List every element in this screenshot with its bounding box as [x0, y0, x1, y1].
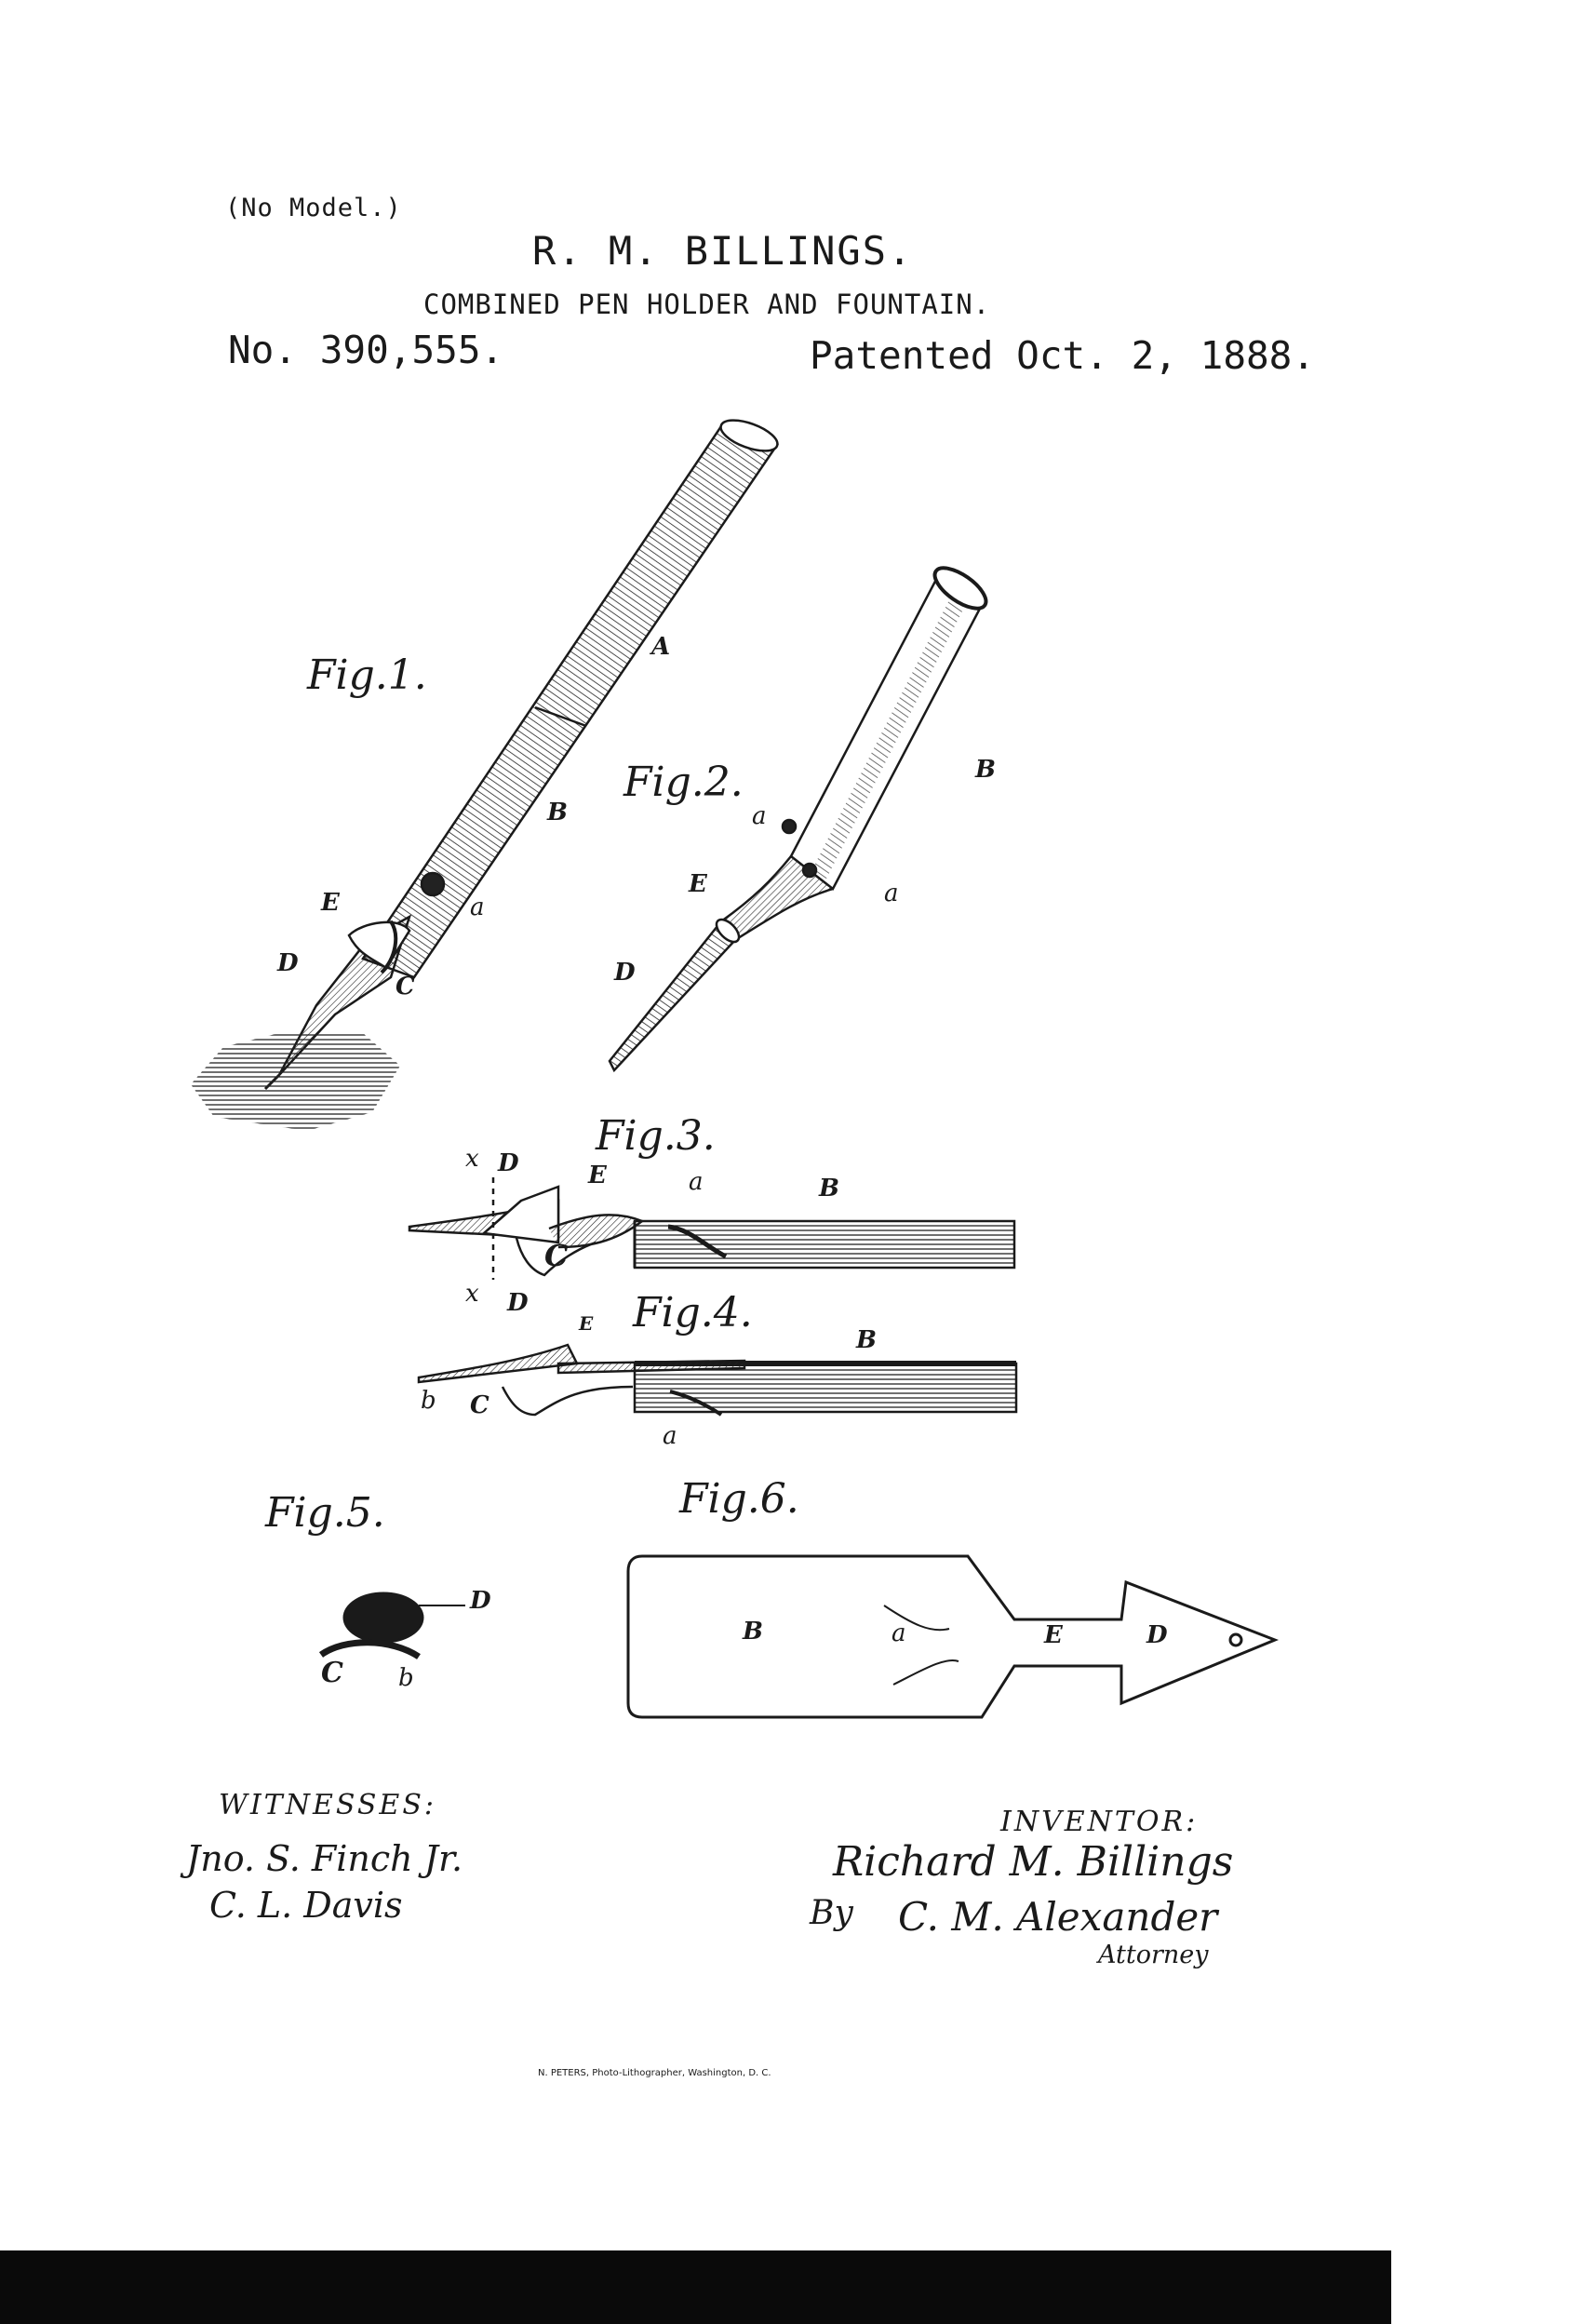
attorney-signature: C. M. Alexander	[898, 1894, 1218, 1940]
witnesses-label: WITNESSES:	[219, 1789, 436, 1821]
fig3-label: Fig.3.	[596, 1112, 716, 1160]
fig3-drawing	[408, 1177, 1016, 1280]
invention-title: COMBINED PEN HOLDER AND FOUNTAIN.	[423, 289, 991, 320]
fig5-part-D: D	[470, 1587, 491, 1615]
fig5-label: Fig.5.	[265, 1489, 385, 1537]
inventor-signature: Richard M. Billings	[833, 1838, 1234, 1886]
fig6-part-E: E	[1044, 1621, 1063, 1649]
fig2-drawing	[608, 566, 988, 1073]
scan-border-bar	[0, 2250, 1391, 2324]
no-model-note: (No Model.)	[225, 194, 402, 222]
fig2-part-B: B	[975, 756, 996, 784]
fig5-drawing	[318, 1592, 465, 1659]
fig6-part-D: D	[1146, 1621, 1168, 1649]
fig3-part-x-bottom: x	[465, 1280, 479, 1308]
fig1-part-a: a	[470, 893, 485, 921]
fig4-part-D: D	[507, 1289, 529, 1317]
fig1-part-D: D	[277, 949, 299, 977]
patent-number: No. 390,555.	[228, 328, 504, 372]
fig4-part-a: a	[663, 1422, 677, 1450]
fig3-part-a: a	[689, 1168, 704, 1196]
fig2-part-a-upper: a	[752, 802, 767, 830]
witness-1-signature: Jno. S. Finch Jr.	[186, 1838, 463, 1879]
fig1-part-E: E	[321, 889, 340, 917]
inventor-name: R. M. BILLINGS.	[532, 228, 914, 274]
fig5-part-b: b	[398, 1664, 414, 1692]
fig3-part-D: D	[498, 1149, 519, 1177]
fig4-part-b: b	[421, 1387, 436, 1415]
printer-credit: N. PETERS, Photo-Lithographer, Washingto…	[538, 2068, 771, 2078]
fig2-part-E: E	[689, 870, 707, 898]
fig4-label: Fig.4.	[633, 1289, 753, 1337]
fig4-part-E: E	[579, 1312, 594, 1335]
fig6-part-a: a	[892, 1619, 906, 1647]
fig6-label: Fig.6.	[679, 1475, 799, 1523]
fig4-part-C: C	[470, 1391, 489, 1419]
fig2-part-D: D	[614, 959, 636, 987]
fig2-label: Fig.2.	[623, 759, 744, 806]
fig3-part-E: E	[588, 1162, 607, 1189]
fig1-label: Fig.1.	[307, 652, 427, 699]
patent-date: Patented Oct. 2, 1888.	[810, 333, 1316, 378]
fig6-part-B: B	[743, 1618, 763, 1646]
fig4-drawing	[417, 1343, 1018, 1417]
fig1-part-C: C	[396, 973, 415, 1001]
fig3-part-C: C	[544, 1238, 569, 1273]
witness-2-signature: C. L. Davis	[209, 1885, 403, 1926]
by-label: By	[810, 1894, 853, 1932]
attorney-label: Attorney	[1098, 1941, 1209, 1969]
inventor-label: INVENTOR:	[1000, 1806, 1199, 1838]
fig3-part-x-top: x	[465, 1145, 479, 1173]
fig6-drawing	[626, 1554, 1280, 1719]
fig3-part-B: B	[819, 1175, 839, 1202]
fig1-part-A: A	[651, 633, 671, 661]
fig4-part-B: B	[856, 1326, 877, 1354]
fig2-part-a-lower: a	[884, 880, 899, 907]
fig1-part-B: B	[547, 799, 568, 826]
fig1-drawing	[191, 419, 779, 1131]
fig5-part-C: C	[321, 1657, 343, 1689]
